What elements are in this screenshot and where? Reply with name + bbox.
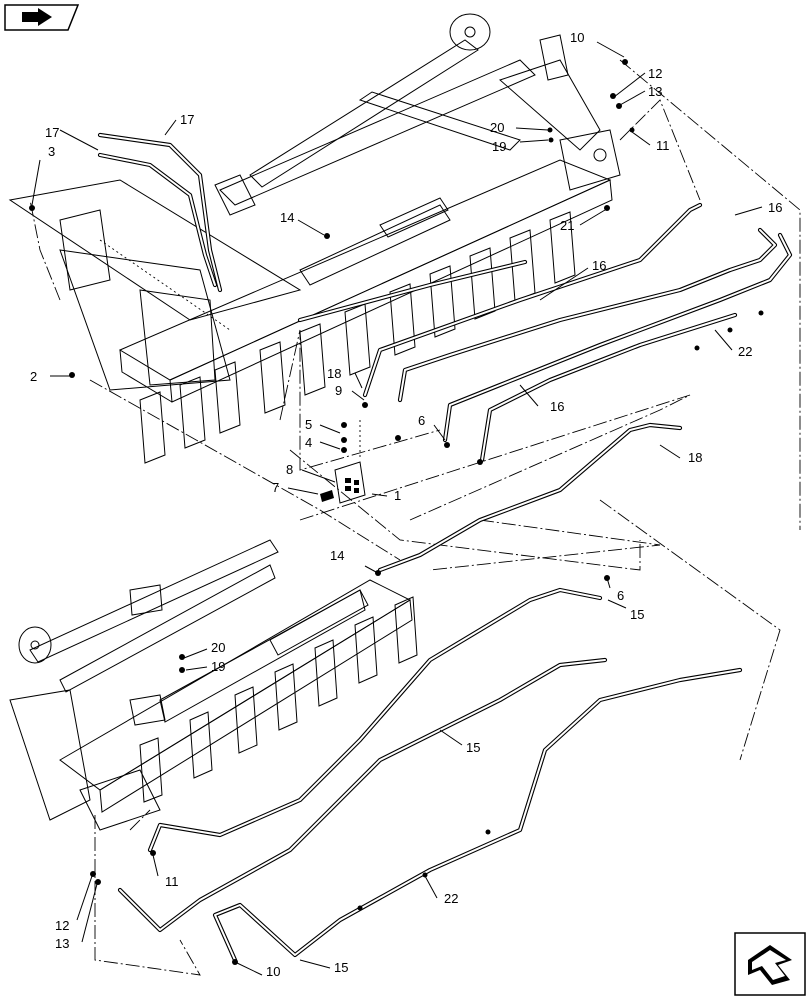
callout-20-upper: 20	[490, 120, 504, 135]
callout-3: 3	[48, 144, 55, 159]
callout-11-lower: 11	[165, 874, 179, 889]
callout-13-upper: 13	[648, 84, 662, 99]
callout-15-b: 15	[630, 607, 644, 622]
callout-20-lower: 20	[211, 640, 225, 655]
callout-5: 5	[305, 417, 312, 432]
callout-10-upper: 10	[570, 30, 584, 45]
upper-frame	[8, 13, 621, 464]
callout-13-lower: 13	[55, 936, 69, 951]
leader-lines	[31, 41, 763, 976]
hoses	[97, 132, 793, 963]
callout-18-lower: 18	[688, 450, 702, 465]
callout-22-upper: 22	[738, 344, 752, 359]
callout-22-lower: 22	[444, 891, 458, 906]
return-arrow-icon[interactable]	[734, 932, 806, 996]
callout-11-upper: 11	[656, 138, 670, 153]
nav-arrow-icon[interactable]	[4, 4, 80, 31]
callout-6-upper: 6	[418, 413, 425, 428]
callout-12-upper: 12	[648, 66, 662, 81]
callout-15-a: 15	[466, 740, 480, 755]
callout-labels: 1 2 3 4 5 6 6 7 8 9 10 10 11 11 12 12 13…	[30, 30, 782, 979]
callout-12-lower: 12	[55, 918, 69, 933]
callout-16-a: 16	[768, 200, 782, 215]
callout-4: 4	[305, 435, 312, 450]
lower-frame	[9, 539, 418, 831]
callout-18-upper: 18	[327, 366, 341, 381]
callout-6-lower: 6	[617, 588, 624, 603]
callout-14-upper: 14	[280, 210, 294, 225]
callout-8: 8	[286, 462, 293, 477]
callout-19-upper: 19	[492, 139, 506, 154]
callout-14-lower: 14	[330, 548, 344, 563]
callout-17-a: 17	[45, 125, 59, 140]
assembly-lines	[29, 59, 801, 976]
callout-17-b: 17	[180, 112, 194, 127]
callout-19-lower: 19	[211, 659, 225, 674]
callout-9: 9	[335, 383, 342, 398]
fittings	[29, 59, 764, 965]
callout-15-c: 15	[334, 960, 348, 975]
callout-2: 2	[30, 369, 37, 384]
callout-10-lower: 10	[266, 964, 280, 979]
callout-1: 1	[394, 488, 401, 503]
callout-16-b: 16	[592, 258, 606, 273]
callout-16-c: 16	[550, 399, 564, 414]
callout-7: 7	[272, 480, 279, 495]
callout-21: 21	[560, 218, 574, 233]
